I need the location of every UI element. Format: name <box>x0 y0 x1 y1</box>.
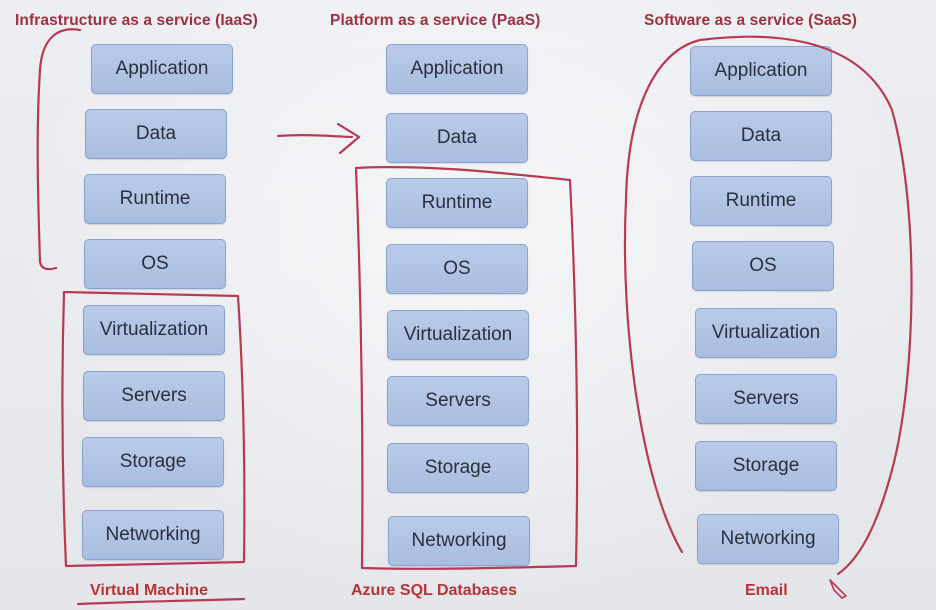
saas-application-box: Application <box>690 46 832 96</box>
saas-virtualization-box: Virtualization <box>695 308 837 358</box>
saas-data-box: Data <box>690 111 832 161</box>
iaas-servers-box: Servers <box>83 371 225 421</box>
paas-runtime-box: Runtime <box>386 178 528 228</box>
iaas-storage-box: Storage <box>82 437 224 487</box>
paas-servers-box: Servers <box>387 376 529 426</box>
paas-os-box: OS <box>386 244 528 294</box>
saas-servers-box: Servers <box>695 374 837 424</box>
paas-data-box: Data <box>386 113 528 163</box>
saas-networking-box: Networking <box>697 514 839 564</box>
paas-application-box: Application <box>386 44 528 94</box>
iaas-os-box: OS <box>84 239 226 289</box>
saas-heading: Software as a service (SaaS) <box>644 12 858 29</box>
paas-heading: Platform as a service (PaaS) <box>330 12 541 29</box>
paas-virtualization-box: Virtualization <box>387 310 529 360</box>
paas-caption: Azure SQL Databases <box>351 582 517 599</box>
iaas-runtime-box: Runtime <box>84 174 226 224</box>
saas-caption: Email <box>745 582 788 599</box>
paas-storage-box: Storage <box>387 443 529 493</box>
saas-os-box: OS <box>692 241 834 291</box>
paas-networking-box: Networking <box>388 516 530 566</box>
saas-storage-box: Storage <box>695 441 837 491</box>
iaas-data-box: Data <box>85 109 227 159</box>
iaas-caption: Virtual Machine <box>90 582 208 599</box>
iaas-heading: Infrastructure as a service (IaaS) <box>15 12 258 29</box>
iaas-networking-box: Networking <box>82 510 224 560</box>
iaas-virtualization-box: Virtualization <box>83 305 225 355</box>
saas-runtime-box: Runtime <box>690 176 832 226</box>
iaas-application-box: Application <box>91 44 233 94</box>
